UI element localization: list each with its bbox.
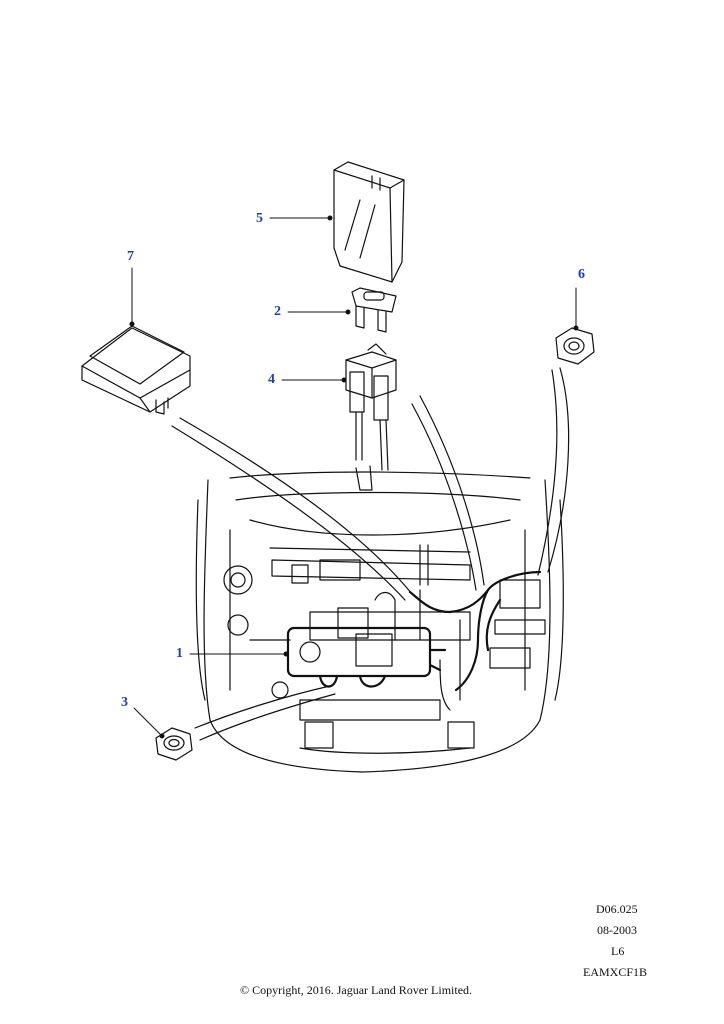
callout-4[interactable]: 4 bbox=[268, 372, 275, 387]
diagram-date: 08-2003 bbox=[597, 923, 637, 937]
callout-6[interactable]: 6 bbox=[578, 267, 585, 282]
part-code: EAMXCF1B bbox=[583, 965, 648, 979]
callout-7[interactable]: 7 bbox=[127, 249, 134, 264]
copyright-notice: © Copyright, 2016. Jaguar Land Rover Lim… bbox=[239, 983, 473, 997]
part-7-module bbox=[81, 325, 191, 415]
callout-5[interactable]: 5 bbox=[256, 211, 263, 226]
callout-1[interactable]: 1 bbox=[176, 646, 183, 661]
routing-lines bbox=[171, 367, 570, 741]
callout-2[interactable]: 2 bbox=[274, 304, 281, 319]
callout-3[interactable]: 3 bbox=[121, 695, 128, 710]
part-5-cover bbox=[333, 161, 405, 283]
part-1-bracket bbox=[286, 626, 447, 688]
callout-leaders bbox=[129, 215, 579, 739]
part-2-fuse bbox=[351, 287, 397, 333]
vehicle-outline bbox=[195, 471, 564, 773]
part-3-nut bbox=[155, 727, 193, 761]
diagram-code: D06.025 bbox=[596, 902, 638, 916]
model-code: L6 bbox=[611, 944, 625, 958]
part-4-relay bbox=[345, 343, 397, 491]
part-6-nut bbox=[555, 327, 595, 365]
wiring-harness bbox=[408, 570, 542, 692]
